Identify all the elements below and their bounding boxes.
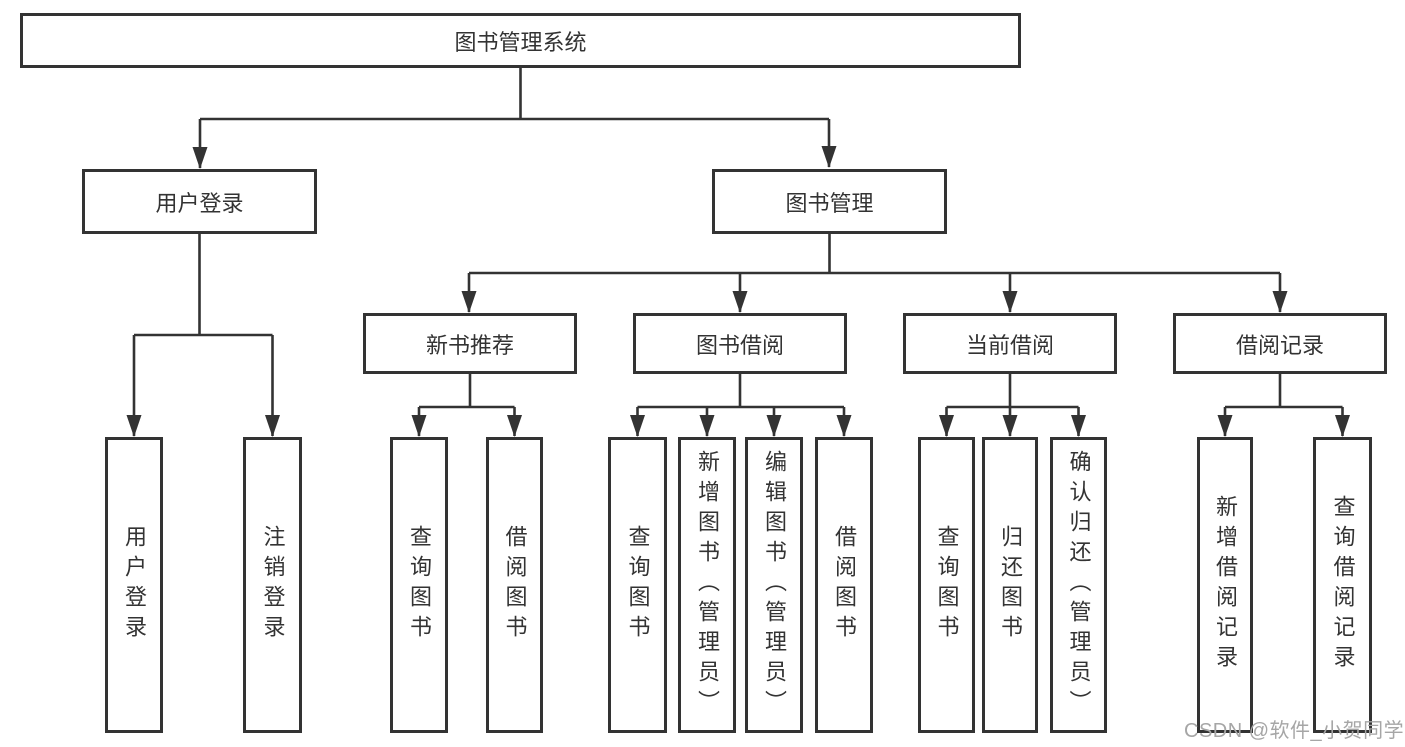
leaf-query-books-borrowing: 查询图书 [608,437,667,733]
node-label: 归还图书 [998,525,1023,645]
connector-root-trunk [200,68,829,121]
leaf-confirm-return-admin: 确认归还（管理员） [1050,437,1107,733]
leaf-query-books-current: 查询图书 [918,437,975,733]
node-label: 借阅图书 [832,525,857,645]
leaf-logout: 注销登录 [243,437,302,733]
leaf-borrow-books: 借阅图书 [815,437,873,733]
node-book-management: 图书管理 [712,169,947,234]
node-current-borrowing: 当前借阅 [903,313,1117,374]
connector-book-borrowing-trunk [637,374,844,409]
node-label: 查询图书 [407,525,432,645]
node-label: 查询图书 [934,525,960,645]
connector-new-recommend-trunk [419,374,515,409]
node-label: 查询借阅记录 [1330,495,1356,675]
watermark: CSDN @软件_小贺同学 [1184,720,1405,742]
node-borrowing-records: 借阅记录 [1173,313,1387,374]
leaf-add-borrow-record: 新增借阅记录 [1197,437,1253,733]
leaf-edit-book-admin: 编辑图书（管理员） [745,437,803,733]
node-user-login: 用户登录 [82,169,317,234]
connector-user-login-trunk [134,234,273,337]
node-label: 借阅图书 [502,525,528,645]
node-label: 当前借阅 [965,332,1054,358]
connector-current-borrowing-trunk [946,374,1079,409]
node-label: 新增图书（管理员） [695,450,720,720]
node-label: 用户登录 [122,525,147,645]
leaf-user-login: 用户登录 [105,437,163,733]
connector-book-management-trunk [469,234,1280,275]
leaf-add-book-admin: 新增图书（管理员） [678,437,736,733]
node-label: 新增借阅记录 [1213,495,1238,675]
node-label: 图书管理 [785,190,874,216]
node-label: 用户登录 [155,190,244,216]
node-new-book-recommendation: 新书推荐 [363,313,577,374]
node-label: 确认归还（管理员） [1066,450,1092,720]
node-label: 图书管理系统 [454,29,587,55]
leaf-query-borrow-record: 查询借阅记录 [1313,437,1372,733]
node-label: 新书推荐 [425,332,514,358]
connector-borrowing-records-trunk [1225,374,1343,409]
node-label: 注销登录 [260,525,286,645]
leaf-borrow-books-recommend: 借阅图书 [486,437,543,733]
node-label: 查询图书 [625,525,651,645]
leaf-query-books-recommend: 查询图书 [390,437,448,733]
node-library-management-system: 图书管理系统 [20,13,1021,68]
node-label: 编辑图书（管理员） [762,450,787,720]
node-book-borrowing: 图书借阅 [633,313,847,374]
node-label: 借阅记录 [1235,332,1324,358]
node-label: 图书借阅 [695,332,784,358]
leaf-return-book: 归还图书 [982,437,1038,733]
